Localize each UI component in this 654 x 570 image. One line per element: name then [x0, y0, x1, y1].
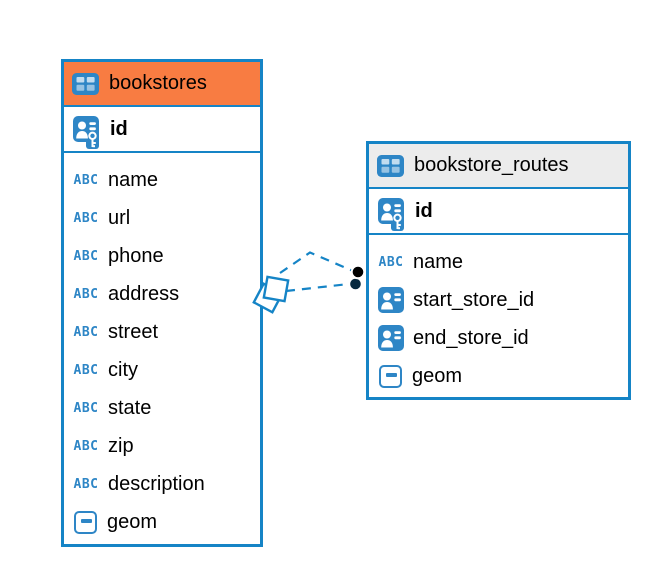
- dot-marker-bottom-icon: [348, 276, 363, 292]
- column-name: name: [413, 250, 464, 273]
- table-icon: [377, 155, 404, 177]
- column-name: street: [108, 320, 159, 343]
- text-type-icon: ABC: [73, 172, 99, 188]
- column-row-id[interactable]: id: [369, 189, 628, 235]
- fk-square-front-icon: [262, 275, 290, 303]
- column-row-start-store-id[interactable]: start_store_id: [369, 281, 628, 319]
- table-header-bookstores[interactable]: bookstores: [64, 62, 260, 107]
- primary-key-icon: [70, 116, 102, 142]
- column-name: city: [108, 358, 138, 381]
- column-list: ABC name start_store_id end_store_id geo…: [369, 235, 628, 395]
- relationship-line-1[interactable]: [279, 251, 354, 274]
- reference-type-icon: [375, 287, 407, 313]
- column-row-end-store-id[interactable]: end_store_id: [369, 319, 628, 357]
- column-list: ABC name ABC url ABC phone ABC address A…: [64, 153, 260, 541]
- table-icon: [72, 73, 99, 95]
- text-type-icon: ABC: [73, 400, 99, 416]
- column-row-name[interactable]: ABC name: [64, 161, 260, 199]
- table-title: bookstore_routes: [414, 154, 569, 176]
- column-row-geom[interactable]: geom: [369, 357, 628, 395]
- relationship-line-2[interactable]: [285, 282, 350, 293]
- column-name: state: [108, 396, 152, 419]
- column-name: id: [415, 199, 433, 222]
- column-row-name[interactable]: ABC name: [369, 243, 628, 281]
- column-name: name: [108, 168, 159, 191]
- geometry-type-icon: [74, 510, 97, 534]
- text-type-icon: ABC: [73, 210, 99, 226]
- column-name: id: [110, 117, 128, 140]
- table-bookstores[interactable]: bookstores id ABC name ABC url ABC phone…: [61, 59, 263, 547]
- column-row-street[interactable]: ABC street: [64, 313, 260, 351]
- text-type-icon: ABC: [73, 476, 99, 492]
- column-name: url: [108, 206, 131, 229]
- column-row-description[interactable]: ABC description: [64, 465, 260, 503]
- dot-marker-top-icon: [350, 264, 366, 280]
- column-name: start_store_id: [413, 288, 535, 311]
- geometry-type-icon: [379, 364, 402, 388]
- dot-markers[interactable]: [348, 264, 366, 292]
- text-type-icon: ABC: [73, 248, 99, 264]
- text-type-icon: ABC: [73, 324, 99, 340]
- reference-type-icon: [375, 325, 407, 351]
- primary-key-icon: [375, 198, 407, 224]
- column-row-geom[interactable]: geom: [64, 503, 260, 541]
- column-name: phone: [108, 244, 164, 267]
- text-type-icon: ABC: [73, 362, 99, 378]
- column-name: geom: [412, 364, 463, 387]
- column-row-zip[interactable]: ABC zip: [64, 427, 260, 465]
- column-name: zip: [108, 434, 134, 457]
- column-row-city[interactable]: ABC city: [64, 351, 260, 389]
- column-row-url[interactable]: ABC url: [64, 199, 260, 237]
- column-name: address: [108, 282, 180, 305]
- column-row-phone[interactable]: ABC phone: [64, 237, 260, 275]
- text-type-icon: ABC: [73, 438, 99, 454]
- text-type-icon: ABC: [73, 286, 99, 302]
- table-bookstore-routes[interactable]: bookstore_routes id ABC name start_store…: [366, 141, 631, 400]
- table-header-bookstore-routes[interactable]: bookstore_routes: [369, 144, 628, 189]
- table-title: bookstores: [109, 72, 207, 94]
- column-row-state[interactable]: ABC state: [64, 389, 260, 427]
- column-row-address[interactable]: ABC address: [64, 275, 260, 313]
- column-name: end_store_id: [413, 326, 529, 349]
- column-name: geom: [107, 510, 158, 533]
- column-row-id[interactable]: id: [64, 107, 260, 153]
- text-type-icon: ABC: [378, 254, 404, 270]
- column-name: description: [108, 472, 205, 495]
